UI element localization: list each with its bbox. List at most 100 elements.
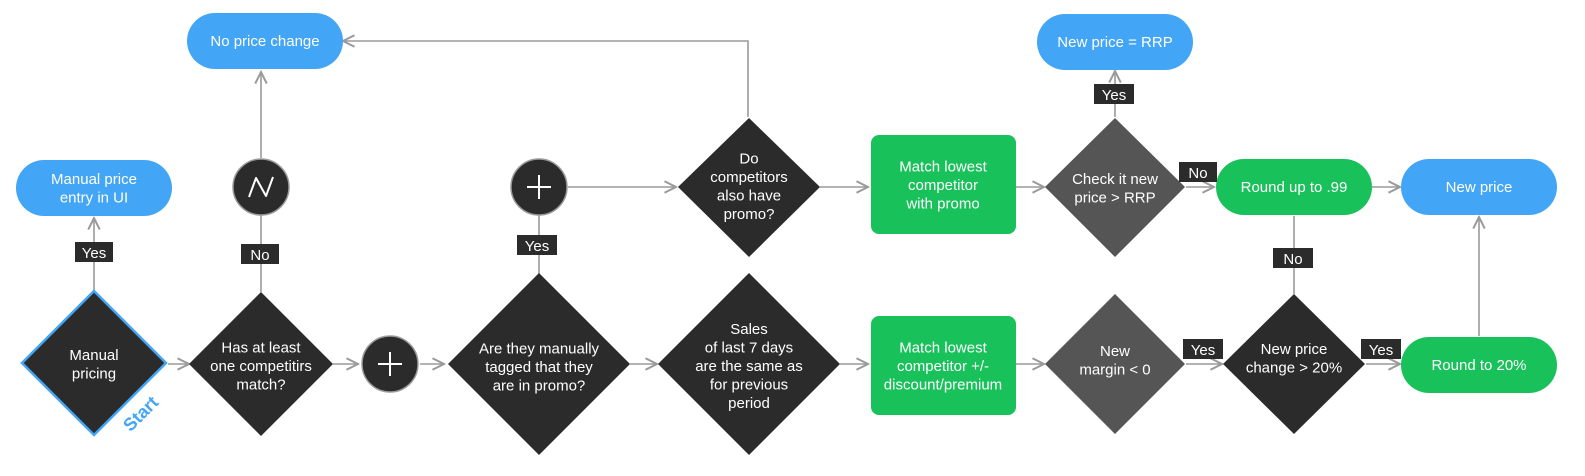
edge-label-text: No bbox=[1283, 251, 1302, 268]
wave-icon bbox=[232, 158, 290, 216]
node-text-line: period bbox=[728, 395, 770, 412]
new-price-rrp-shape bbox=[1037, 14, 1193, 70]
no-price-change-shape bbox=[187, 13, 343, 69]
node-text-line: promo? bbox=[724, 206, 775, 223]
node-text-line: competitors bbox=[710, 169, 788, 186]
node-text-line: pricing bbox=[72, 365, 116, 382]
new-price-rrp-node: New price = RRP bbox=[1037, 14, 1193, 70]
node-text-line: Match lowest bbox=[899, 340, 987, 357]
node-text-line: Round up to .99 bbox=[1241, 179, 1348, 196]
edge-label-tagged-yes: Yes bbox=[517, 235, 557, 255]
edge-label-round99-no: No bbox=[1273, 248, 1313, 268]
edge-label-change-yes: Yes bbox=[1361, 339, 1401, 359]
edge-label-bg bbox=[1094, 84, 1134, 104]
node-text-line: margin < 0 bbox=[1079, 361, 1150, 378]
edge-label-bg bbox=[1179, 162, 1217, 182]
node-text-line: Are they manually bbox=[479, 341, 600, 358]
new-price-rrp-text: New price = RRP bbox=[1057, 34, 1172, 51]
price-change-shape bbox=[1223, 294, 1365, 434]
tagged-promo-shape bbox=[448, 273, 630, 455]
node-text-line: price > RRP bbox=[1074, 189, 1155, 206]
node-text-line: also have bbox=[717, 187, 781, 204]
node-text-line: Sales bbox=[730, 321, 768, 338]
node-text-line: match? bbox=[236, 377, 285, 394]
node-text-line: Match lowest bbox=[899, 159, 987, 176]
node-text-line: New price bbox=[1261, 341, 1328, 358]
node-text-line: entry in UI bbox=[60, 189, 128, 206]
edge-label-text: Yes bbox=[82, 245, 106, 262]
round-20-text: Round to 20% bbox=[1431, 357, 1526, 374]
edge-label-text: No bbox=[1188, 165, 1207, 182]
node-text-line: of last 7 days bbox=[705, 340, 793, 357]
check-rrp-shape bbox=[1045, 118, 1185, 257]
round-99-shape bbox=[1216, 159, 1372, 215]
edge-label-rrp-no: No bbox=[1179, 162, 1217, 182]
edge-label-bg bbox=[241, 244, 279, 264]
manual-entry-shape bbox=[16, 160, 172, 216]
node-text-line: are the same as bbox=[695, 358, 803, 375]
edge-promo-to-nochange bbox=[343, 41, 749, 117]
edge-label-text: Yes bbox=[1102, 87, 1126, 104]
node-text-line: one competitirs bbox=[210, 358, 312, 375]
node-text-line: discount/premium bbox=[884, 377, 1002, 394]
node-text-line: New bbox=[1100, 343, 1130, 360]
edge-label-rrp-yes: Yes bbox=[1094, 84, 1134, 104]
node-text-line: Manual bbox=[69, 347, 118, 364]
round-99-node: Round up to .99 bbox=[1216, 159, 1372, 215]
plus-icon-2 bbox=[510, 158, 568, 216]
match-discount-shape bbox=[871, 316, 1016, 415]
round-20-node: Round to 20% bbox=[1401, 337, 1557, 393]
edge-label-text: Yes bbox=[1369, 342, 1393, 359]
new-price-text: New price bbox=[1446, 179, 1513, 196]
match-promo-shape bbox=[871, 135, 1016, 234]
manual-pricing-shape bbox=[20, 289, 168, 437]
new-margin-shape bbox=[1045, 294, 1185, 434]
node-text-line: Check it new bbox=[1072, 171, 1158, 188]
node-text-line: New price = RRP bbox=[1057, 34, 1172, 51]
node-text-line: change > 20% bbox=[1246, 359, 1342, 376]
sales-same-shape bbox=[658, 273, 840, 455]
node-text-line: Manual price bbox=[51, 171, 137, 188]
edge-label-manual-yes: Yes bbox=[75, 242, 113, 262]
node-text-line: Do bbox=[739, 150, 758, 167]
node-text-line: for previous bbox=[710, 377, 788, 394]
edge-label-bg bbox=[75, 242, 113, 262]
edge-label-bg bbox=[517, 235, 557, 255]
round-20-shape bbox=[1401, 337, 1557, 393]
node-text-line: competitor +/- bbox=[897, 358, 989, 375]
node-text-line: Round to 20% bbox=[1431, 357, 1526, 374]
new-price-shape bbox=[1401, 159, 1557, 215]
edge-label-bg bbox=[1183, 339, 1223, 359]
edge-label-bg bbox=[1361, 339, 1401, 359]
competitors-promo-shape bbox=[678, 118, 820, 257]
node-text-line: tagged that they bbox=[485, 359, 593, 376]
edge-label-margin-yes: Yes bbox=[1183, 339, 1223, 359]
node-text-line: Has at least bbox=[221, 340, 301, 357]
edge-label-text: Yes bbox=[1191, 342, 1215, 359]
node-text-line: No price change bbox=[210, 33, 319, 50]
edge-label-text: No bbox=[250, 247, 269, 264]
plus-icon-2-glyph bbox=[527, 175, 551, 199]
no-price-change-text: No price change bbox=[210, 33, 319, 50]
edge-label-bg bbox=[1273, 248, 1313, 268]
node-text-line: competitor bbox=[908, 177, 978, 194]
wave-icon-glyph bbox=[248, 176, 274, 198]
